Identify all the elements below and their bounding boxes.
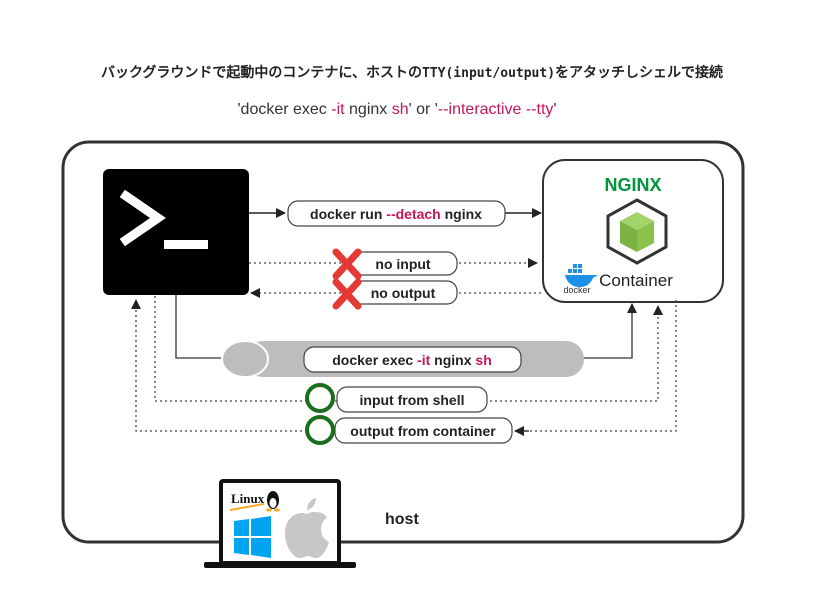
input-ok-circle-icon <box>305 383 335 413</box>
windows-icon <box>234 516 271 558</box>
nginx-logo: NGINX <box>604 175 661 195</box>
docker-run-pill <box>287 200 506 227</box>
docker-run-label: docker run --detach nginx <box>310 206 482 222</box>
output-ok-circle-icon <box>305 415 335 445</box>
linux-swoosh <box>229 503 265 511</box>
linux-label: Linux <box>231 491 265 506</box>
container-label: Container <box>599 271 673 290</box>
nginx-cube-icon <box>606 198 668 265</box>
output-from-container-pill <box>334 417 513 444</box>
no-output-label: no output <box>371 285 436 301</box>
terminal-icon <box>103 169 249 295</box>
docker-whale-icon <box>565 264 598 287</box>
output-from-container-label: output from container <box>350 423 496 439</box>
no-input-label: no input <box>375 256 431 272</box>
linux-tux-icon <box>266 491 280 512</box>
input-from-shell-pill <box>336 386 488 413</box>
docker-exec-pill <box>303 346 522 373</box>
no-input-cross-icon <box>332 248 362 280</box>
page-title: バックグラウンドで起動中のコンテナに、ホストのTTY(input/output)… <box>100 65 724 81</box>
laptop-icon <box>204 479 356 568</box>
no-output-cross-icon <box>332 278 362 310</box>
docker-exec-label: docker exec -it nginx sh <box>332 352 492 368</box>
input-from-shell-label: input from shell <box>360 392 465 408</box>
page-subtitle: 'docker exec -it nginx sh' or '--interac… <box>237 101 557 118</box>
host-label: host <box>385 511 419 528</box>
apple-icon <box>285 498 329 558</box>
docker-label: docker <box>563 285 590 295</box>
host-frame <box>61 140 745 544</box>
